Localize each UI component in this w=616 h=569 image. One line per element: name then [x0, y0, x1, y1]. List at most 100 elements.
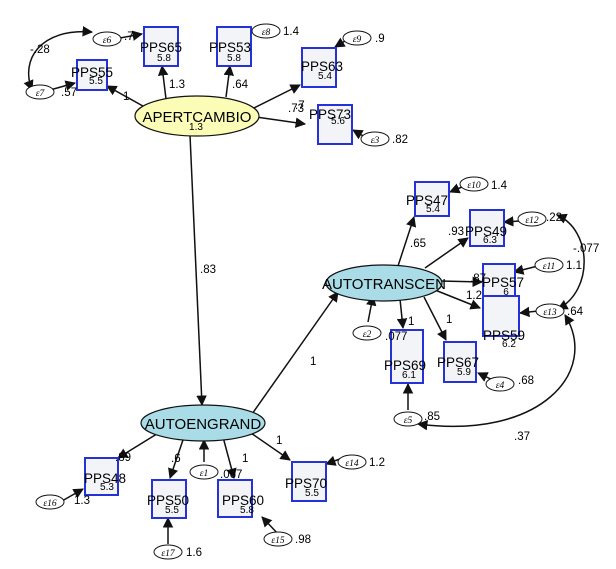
latent-label: AUTOENGRAND — [145, 416, 262, 433]
observed-label: PPS53 — [209, 40, 251, 55]
coef-autotrans-pps69: 1 — [408, 316, 414, 328]
observed-pps70: PPS70 5.5 — [285, 461, 327, 502]
latent-label: APERTCAMBIO — [143, 109, 252, 126]
error-e1: ε1 — [189, 464, 219, 480]
edge-autotrans-pps47 — [397, 216, 417, 267]
svg-text:ε17: ε17 — [161, 549, 175, 559]
observed-pps73: PPS73 5.6 — [309, 104, 353, 145]
edge-autotrans-pps49 — [424, 237, 469, 269]
latent-autotranscen: AUTOTRANSCEN — [322, 264, 446, 302]
observed-mean: 5.8 — [240, 505, 254, 516]
error-e12: ε12 — [517, 211, 547, 227]
error-e14: ε14 — [337, 454, 367, 470]
observed-pps49: PPS49 6.3 — [465, 209, 507, 247]
coef-autotrans-pps67: 1 — [446, 314, 452, 326]
svg-text:ε11: ε11 — [543, 262, 556, 272]
error-terms: ε6 ε7 ε8 ε9 ε3 ε10 ε12 ε11 ε13 ε4 ε5 ε2 … — [25, 23, 565, 560]
observed-label: PPS47 — [406, 193, 448, 208]
svg-text:ε14: ε14 — [345, 459, 358, 469]
edge-autotrans-pps57 — [439, 276, 484, 288]
var-e8: 1.4 — [283, 26, 300, 38]
edge-apert-pps65 — [157, 64, 169, 100]
coef-autotrans-pps49: .93 — [448, 226, 464, 238]
coef-autoeng-err: .067 — [220, 469, 242, 481]
svg-text:ε6: ε6 — [103, 36, 112, 46]
coef-autotrans-pps59: 1.2 — [466, 290, 482, 302]
observed-label: PPS63 — [301, 59, 343, 74]
error-e13: ε13 — [535, 303, 565, 319]
observed-mean: 5.5 — [89, 76, 103, 87]
latent-apertcambio: APERTCAMBIO 1.3 — [134, 95, 260, 137]
error-e6: ε6 — [92, 31, 122, 47]
var-e6: .7 — [124, 31, 134, 43]
edge-apert-pps73 — [255, 116, 307, 128]
var-e5: .85 — [424, 411, 440, 423]
observed-mean: 5.4 — [426, 204, 440, 215]
coef-autoeng-autotrans: 1 — [310, 356, 316, 368]
observed-label: PPS48 — [84, 471, 126, 486]
edge-apert-pps53 — [223, 64, 234, 98]
observed-mean: 6.2 — [502, 339, 516, 350]
edge-e6 — [119, 30, 144, 41]
edge-e9 — [334, 37, 346, 48]
var-e10: 1.4 — [491, 180, 508, 192]
cov-e6-e7 — [23, 26, 94, 91]
cov-e12-e13-label: -.077 — [573, 243, 599, 255]
svg-text:ε8: ε8 — [262, 28, 271, 38]
observed-mean: 5.9 — [457, 367, 471, 378]
coef-apert-pps63: .73 — [288, 103, 304, 115]
observed-label: PPS59 — [483, 328, 525, 343]
coef-autotrans-pps47: .65 — [410, 238, 426, 250]
svg-text:ε10: ε10 — [467, 181, 480, 191]
svg-text:ε2: ε2 — [363, 330, 372, 340]
observed-label: PPS67 — [437, 355, 479, 370]
edge-e11 — [512, 264, 539, 275]
svg-text:ε15: ε15 — [271, 536, 284, 546]
observed-pps69: PPS69 6.1 — [384, 329, 426, 384]
error-e3: ε3 — [360, 131, 390, 147]
var-e3: .82 — [392, 134, 408, 146]
observed-pps57: PPS57 6 — [482, 263, 524, 301]
observed-label: PPS73 — [309, 107, 351, 122]
observed-mean: 6.3 — [483, 235, 497, 246]
svg-text:ε1: ε1 — [200, 469, 209, 479]
coef-apert-pps73: .7 — [295, 100, 305, 112]
edge-e16 — [61, 488, 84, 502]
observed-label: PPS49 — [465, 224, 507, 239]
edge-e13 — [518, 306, 539, 318]
cov-e12-e13 — [556, 213, 585, 310]
cov-e5-e13-label: .37 — [514, 431, 530, 443]
var-e9: .9 — [375, 33, 385, 45]
error-e2: ε2 — [352, 325, 382, 341]
observed-pps48: PPS48 5.3 — [84, 457, 126, 496]
coef-apert-autoeng: .83 — [200, 264, 216, 276]
coefficient-labels: 1 1.3 .64 .73 .7 .83 1 .65 .93 .87 1.2 .… — [115, 79, 486, 481]
coef-apert-pps55: 1 — [123, 91, 129, 103]
observed-pps67: PPS67 5.9 — [437, 341, 479, 383]
coef-autoeng-pps60: 1 — [242, 453, 248, 465]
error-e15: ε15 — [263, 531, 293, 547]
coef-autotrans-err: .077 — [385, 331, 407, 343]
edges — [23, 25, 585, 544]
coef-autoeng-pps50: .6 — [171, 453, 181, 465]
var-e4: .68 — [518, 375, 534, 387]
coef-apert-pps53: .64 — [232, 79, 249, 91]
edge-autoeng-autotrans — [251, 291, 339, 415]
svg-text:ε12: ε12 — [525, 216, 538, 226]
observed-label: PPS60 — [222, 493, 264, 508]
coef-autotrans-pps57: .87 — [470, 273, 486, 285]
edge-apert-autoeng — [189, 134, 207, 407]
observed-mean: 5.8 — [227, 53, 241, 64]
var-e11: 1.1 — [566, 260, 582, 272]
edge-autoeng-pps70 — [247, 430, 291, 461]
error-e8: ε8 — [251, 23, 281, 39]
observed-pps60: PPS60 5.8 — [217, 479, 264, 518]
observed-pps55: PPS55 5.5 — [71, 59, 113, 91]
var-e15: .98 — [295, 534, 311, 546]
observed-pps47: PPS47 5.4 — [406, 181, 450, 217]
latent-label: AUTOTRANSCEN — [322, 276, 446, 293]
error-e17: ε17 — [153, 544, 183, 560]
svg-text:ε16: ε16 — [43, 499, 56, 509]
observed-mean: 5.5 — [165, 505, 179, 516]
